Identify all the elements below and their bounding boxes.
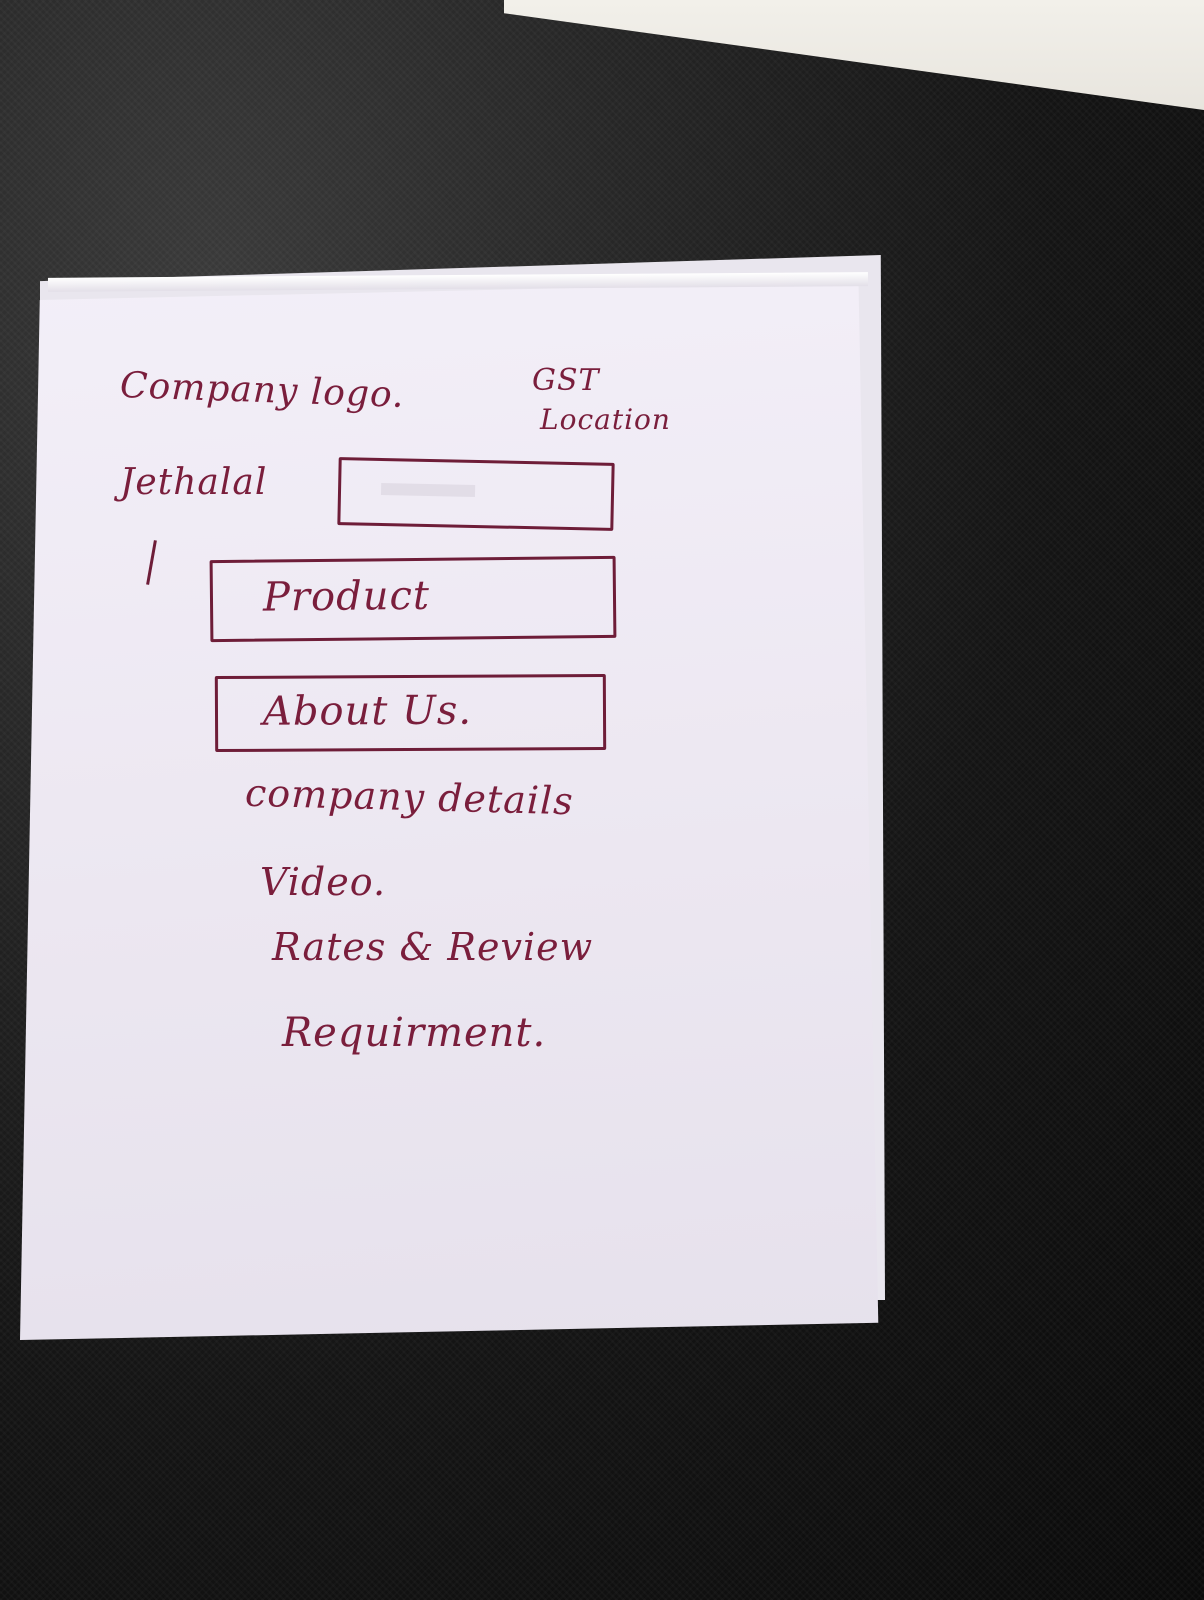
wall-corner xyxy=(504,0,1204,110)
about-us-button[interactable]: About Us. xyxy=(214,673,607,753)
search-input[interactable] xyxy=(380,483,476,497)
search-box[interactable] xyxy=(337,457,615,531)
location-label[interactable]: Location xyxy=(540,403,671,436)
product-button[interactable]: Product xyxy=(209,555,617,643)
notepad: Company logo. GST Location Jethalal Prod… xyxy=(20,255,885,1355)
rates-review-section[interactable]: Rates & Review xyxy=(272,925,594,969)
about-us-button-label: About Us. xyxy=(262,687,473,735)
video-section[interactable]: Video. xyxy=(260,860,387,904)
product-button-label: Product xyxy=(262,572,431,621)
requirement-section[interactable]: Requirment. xyxy=(282,1010,547,1056)
company-details-section[interactable]: company details xyxy=(244,770,575,824)
company-name: Jethalal xyxy=(120,462,268,503)
wireframe-sheet xyxy=(20,281,879,1341)
gst-label: GST xyxy=(532,363,600,398)
